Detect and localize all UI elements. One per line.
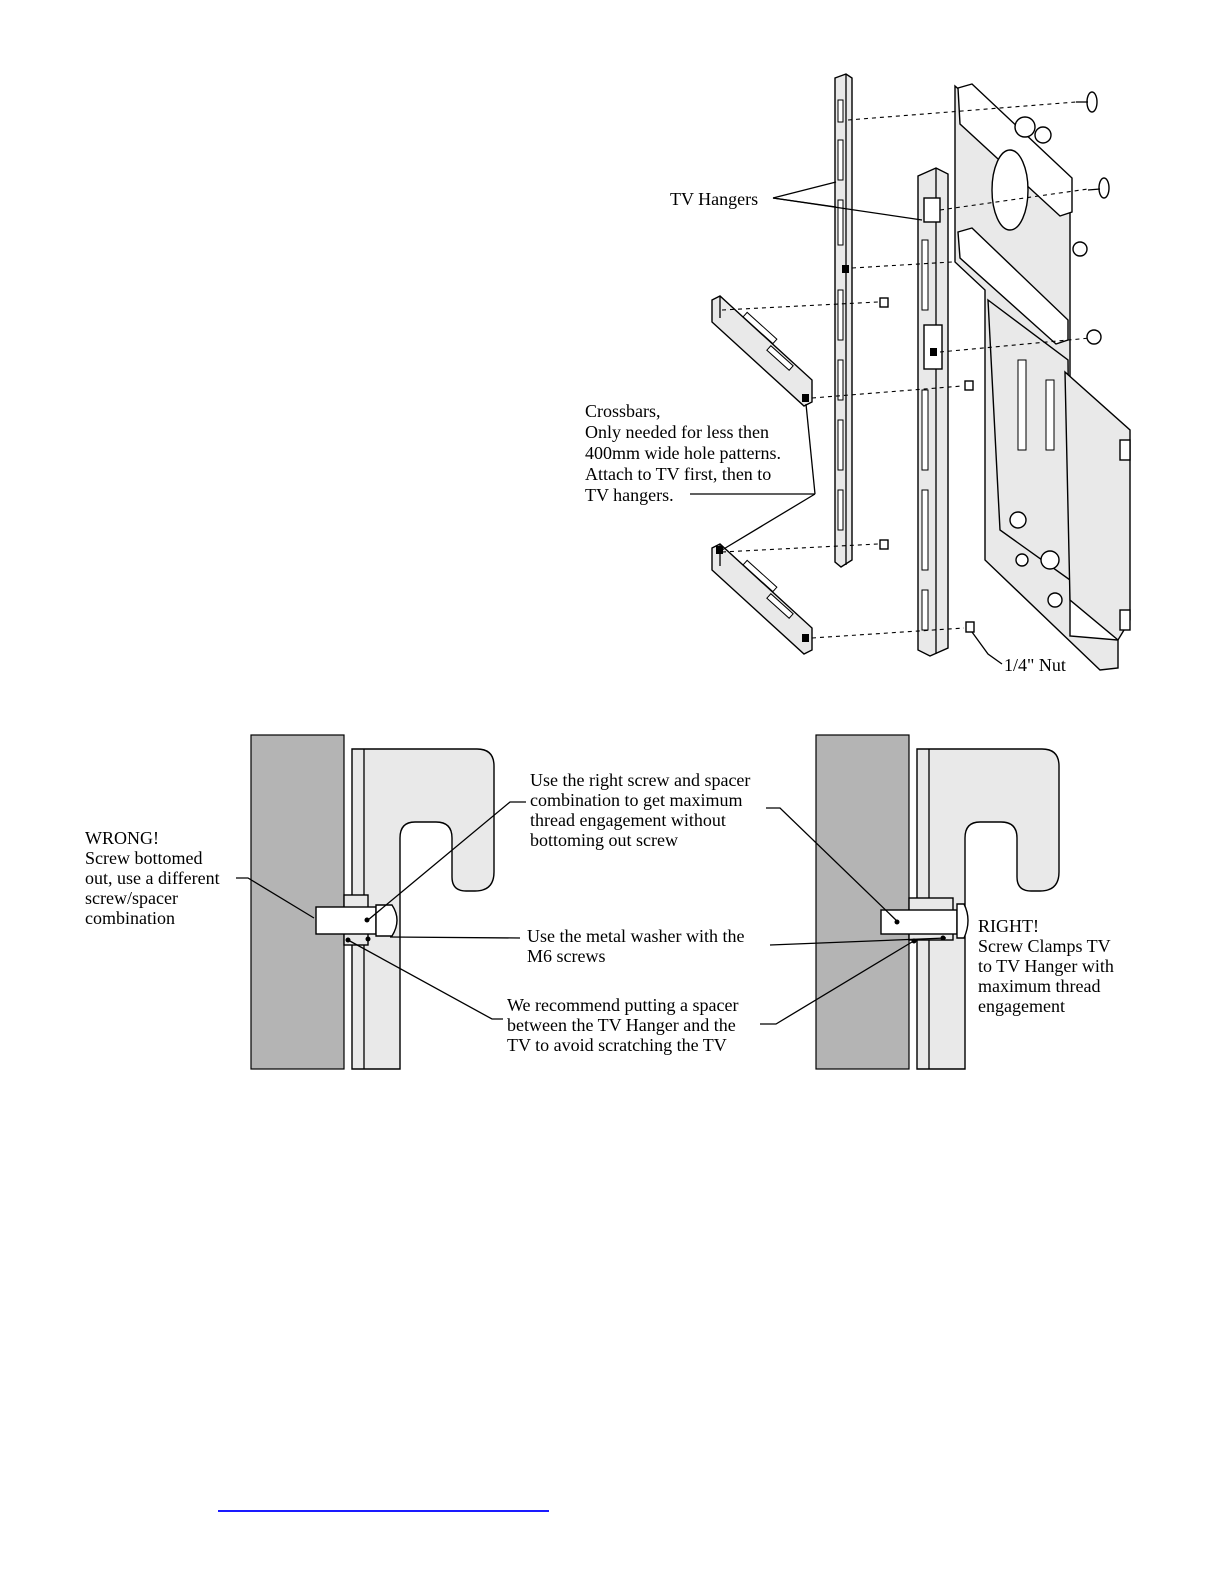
wrong-label-line1: WRONG! bbox=[85, 828, 159, 848]
crossbars-label-line3: 400mm wide hole patterns. bbox=[585, 443, 781, 463]
spacer-line1: We recommend putting a spacer bbox=[507, 995, 738, 1015]
crossbars-label-line4: Attach to TV first, then to bbox=[585, 464, 771, 484]
right-label-line4: maximum thread bbox=[978, 976, 1100, 996]
right-label-line5: engagement bbox=[978, 996, 1065, 1016]
spacer-line3: TV to avoid scratching the TV bbox=[507, 1035, 727, 1055]
wrong-label-line4: screw/spacer bbox=[85, 888, 178, 908]
assembly-lines bbox=[721, 101, 1091, 639]
exploded-view: TV Hangers Crossbars, Only needed for le… bbox=[585, 73, 1131, 675]
right-label-line3: to TV Hanger with bbox=[978, 956, 1114, 976]
right-callout: RIGHT! Screw Clamps TV to TV Hanger with… bbox=[978, 916, 1114, 1016]
crossbars-label-line2: Only needed for less then bbox=[585, 422, 769, 442]
crossbars-callout: Crossbars, Only needed for less then 400… bbox=[585, 401, 816, 551]
right-combo-line3: thread engagement without bbox=[530, 810, 726, 830]
right-detail bbox=[815, 734, 1060, 1070]
right-label-line1: RIGHT! bbox=[978, 916, 1039, 936]
m6-screws bbox=[1072, 91, 1110, 345]
wrong-label-line5: combination bbox=[85, 908, 175, 928]
right-combo-callout: Use the right screw and spacer combinati… bbox=[367, 770, 899, 923]
lower-crossbar bbox=[711, 543, 813, 655]
washer-line1: Use the metal washer with the bbox=[527, 926, 744, 946]
washer-callout: Use the metal washer with the M6 screws bbox=[389, 926, 947, 966]
wall-mount-assembly bbox=[954, 83, 1131, 671]
right-combo-line2: combination to get maximum bbox=[530, 790, 742, 810]
spacer-line2: between the TV Hanger and the bbox=[507, 1015, 736, 1035]
small-nuts bbox=[879, 297, 975, 633]
crossbars-label-line5: TV hangers. bbox=[585, 485, 674, 505]
left-tv-hanger bbox=[834, 73, 853, 568]
right-tv-hanger bbox=[917, 167, 949, 657]
right-combo-line1: Use the right screw and spacer bbox=[530, 770, 750, 790]
right-label-line2: Screw Clamps TV bbox=[978, 936, 1111, 956]
washer-line2: M6 screws bbox=[527, 946, 606, 966]
tv-hangers-callout: TV Hangers bbox=[670, 181, 923, 221]
nut-label: 1/4" Nut bbox=[1004, 655, 1066, 675]
crossbars-label-line1: Crossbars, bbox=[585, 401, 661, 421]
detail-view: WRONG! Screw bottomed out, use a differe… bbox=[85, 734, 1114, 1070]
wrong-callout: WRONG! Screw bottomed out, use a differe… bbox=[85, 828, 315, 928]
spacer-callout: We recommend putting a spacer between th… bbox=[347, 939, 913, 1055]
footer-link-underline bbox=[218, 1510, 549, 1512]
footer-link[interactable] bbox=[218, 1494, 549, 1516]
wrong-detail bbox=[250, 734, 495, 1070]
wrong-label-line3: out, use a different bbox=[85, 868, 220, 888]
tv-hangers-label: TV Hangers bbox=[670, 189, 758, 209]
nut-callout: 1/4" Nut bbox=[971, 631, 1066, 675]
wrong-label-line2: Screw bottomed bbox=[85, 848, 202, 868]
right-combo-line4: bottoming out screw bbox=[530, 830, 678, 850]
upper-crossbar bbox=[711, 295, 813, 407]
